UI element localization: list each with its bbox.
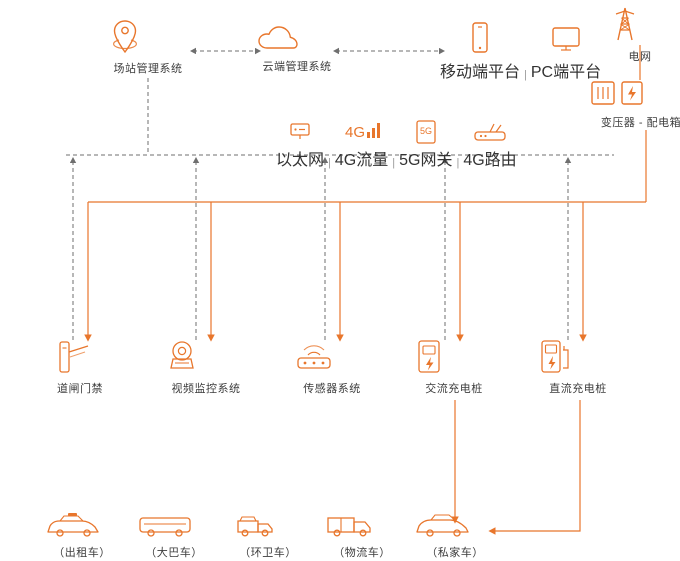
node-label: 传感器系统 — [303, 383, 361, 395]
node-label: 4G路由 — [463, 152, 517, 169]
dc-charging-pile-icon — [534, 338, 622, 376]
transmission-tower-icon — [610, 6, 670, 44]
platform-separator: | — [524, 69, 527, 81]
node-label: 5G网关 — [399, 152, 453, 169]
private-car-icon — [412, 512, 498, 540]
barrier-gate-icon — [40, 338, 120, 376]
network-separator-3: | — [456, 157, 460, 169]
5g-gateway-icon: 5G — [412, 118, 440, 146]
node-label: （出租车） — [53, 547, 111, 559]
svg-text:4G: 4G — [345, 124, 365, 141]
group-network: 以太网 | 4G 4G流量 | 5G 5G网关 — [276, 118, 517, 170]
ac-charging-pile-icon — [410, 338, 498, 376]
node-label: 道闸门禁 — [57, 383, 103, 395]
sanitation-truck-icon — [228, 512, 308, 540]
node-taxi[interactable]: （出租车） — [42, 512, 122, 560]
node-logistics[interactable]: （物流车） — [322, 512, 402, 560]
node-label: （物流车） — [333, 547, 391, 559]
node-pc-platform[interactable]: PC端平台 — [531, 20, 601, 82]
sensor-icon — [288, 338, 376, 376]
cctv-camera-icon — [160, 338, 252, 376]
node-label: 云端管理系统 — [262, 61, 332, 73]
node-label: 以太网 — [276, 152, 325, 169]
monitor-icon — [549, 20, 583, 58]
group-platforms: 移动端平台 | PC端平台 — [440, 20, 601, 82]
node-label: （大巴车） — [145, 547, 203, 559]
location-pin-icon — [108, 18, 188, 56]
transformer-icon — [586, 78, 680, 110]
node-mobile-platform[interactable]: 移动端平台 — [440, 20, 520, 82]
node-label: （环卫车） — [239, 547, 297, 559]
node-label: PC端平台 — [530, 64, 602, 81]
node-sensor-system[interactable]: 传感器系统 — [288, 338, 376, 396]
4g-signal-icon: 4G — [341, 118, 383, 146]
node-station-management-system[interactable]: 场站管理系统 — [108, 18, 188, 76]
node-label: 变压器 - 配电箱 — [600, 117, 680, 129]
cloud-icon — [255, 24, 339, 54]
node-power-grid[interactable]: 电网 — [610, 6, 670, 64]
network-separator-2: | — [392, 157, 396, 169]
router-icon — [468, 118, 512, 146]
node-label: 直流充电桩 — [549, 383, 607, 395]
node-cloud-management-system[interactable]: 云端管理系统 — [255, 24, 339, 74]
node-4g-router[interactable]: 4G路由 — [463, 118, 517, 170]
node-ac-charger[interactable]: 交流充电桩 — [410, 338, 498, 396]
network-separator: | — [328, 157, 331, 169]
ethernet-icon — [285, 118, 315, 146]
node-bus[interactable]: （大巴车） — [134, 512, 214, 560]
node-label: 视频监控系统 — [171, 383, 241, 395]
node-5g-gateway[interactable]: 5G 5G网关 — [399, 118, 452, 170]
node-video-surveillance[interactable]: 视频监控系统 — [160, 338, 252, 396]
node-ethernet[interactable]: 以太网 — [276, 118, 324, 170]
node-label: 场站管理系统 — [113, 63, 183, 75]
node-gate-access[interactable]: 道闸门禁 — [40, 338, 120, 396]
node-label: 电网 — [628, 51, 652, 63]
node-4g-traffic[interactable]: 4G 4G流量 — [335, 118, 388, 170]
node-label: （私家车） — [426, 547, 484, 559]
node-label: 4G流量 — [334, 152, 389, 169]
bus-icon — [134, 512, 214, 540]
svg-text:5G: 5G — [420, 126, 432, 136]
mobile-phone-icon — [468, 20, 492, 58]
node-label: 交流充电桩 — [425, 383, 483, 395]
node-transformer-cabinet[interactable]: 变压器 - 配电箱 — [586, 78, 680, 130]
node-dc-charger[interactable]: 直流充电桩 — [534, 338, 622, 396]
node-private-car[interactable]: （私家车） — [412, 512, 498, 560]
logistics-van-icon — [322, 512, 402, 540]
node-label: 移动端平台 — [440, 64, 521, 81]
node-sanitation[interactable]: （环卫车） — [228, 512, 308, 560]
taxi-icon — [42, 512, 122, 540]
